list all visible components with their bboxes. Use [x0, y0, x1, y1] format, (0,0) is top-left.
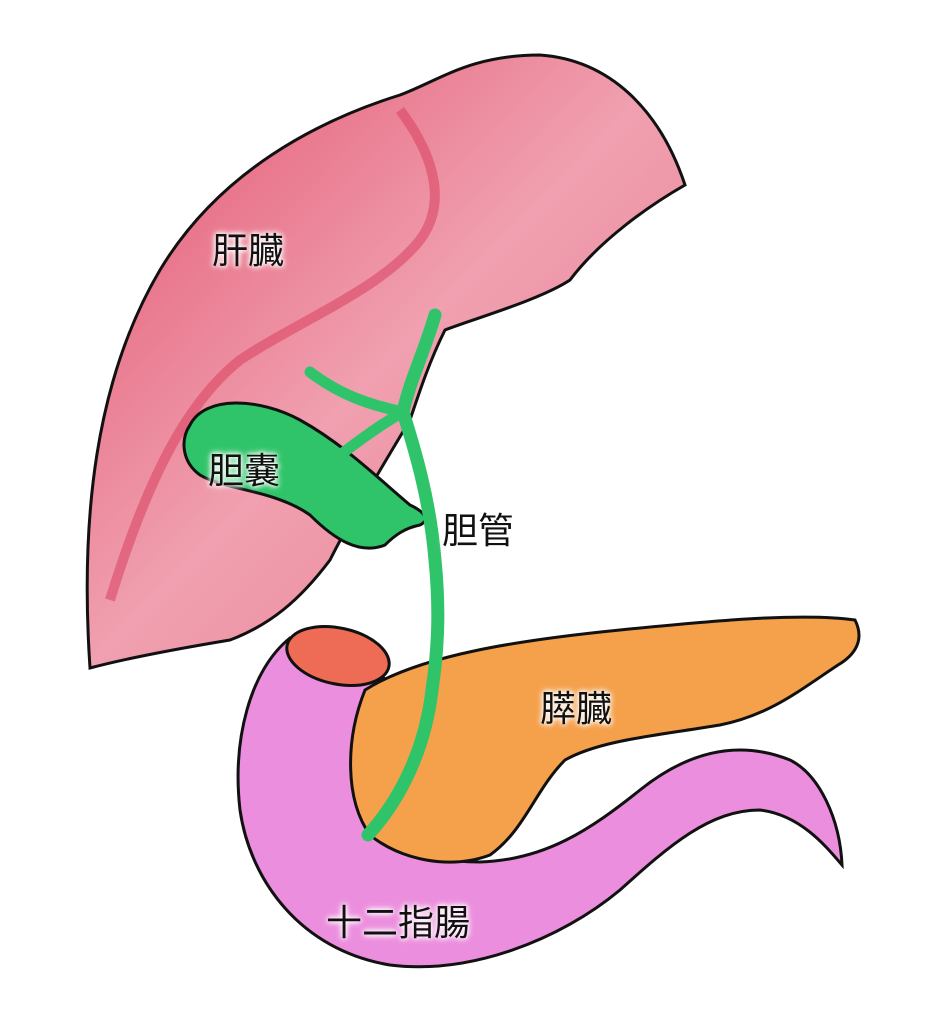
bile-duct [361, 308, 445, 842]
pancreas-label: 膵臓 [540, 689, 613, 730]
liver-shape [85, 53, 687, 670]
duodenum-label: 十二指腸 [326, 903, 471, 944]
hepatic-duct-branch [304, 366, 409, 461]
duodenum-lumen [285, 625, 391, 687]
liver-label: 肝臓 [212, 231, 285, 272]
bile-duct-label: 胆管 [442, 511, 515, 552]
gallbladder-shape [182, 401, 427, 550]
pancreas-shape [349, 615, 861, 864]
liver-lobe-crease [105, 107, 440, 602]
gallbladder-label: 胆嚢 [208, 451, 281, 492]
